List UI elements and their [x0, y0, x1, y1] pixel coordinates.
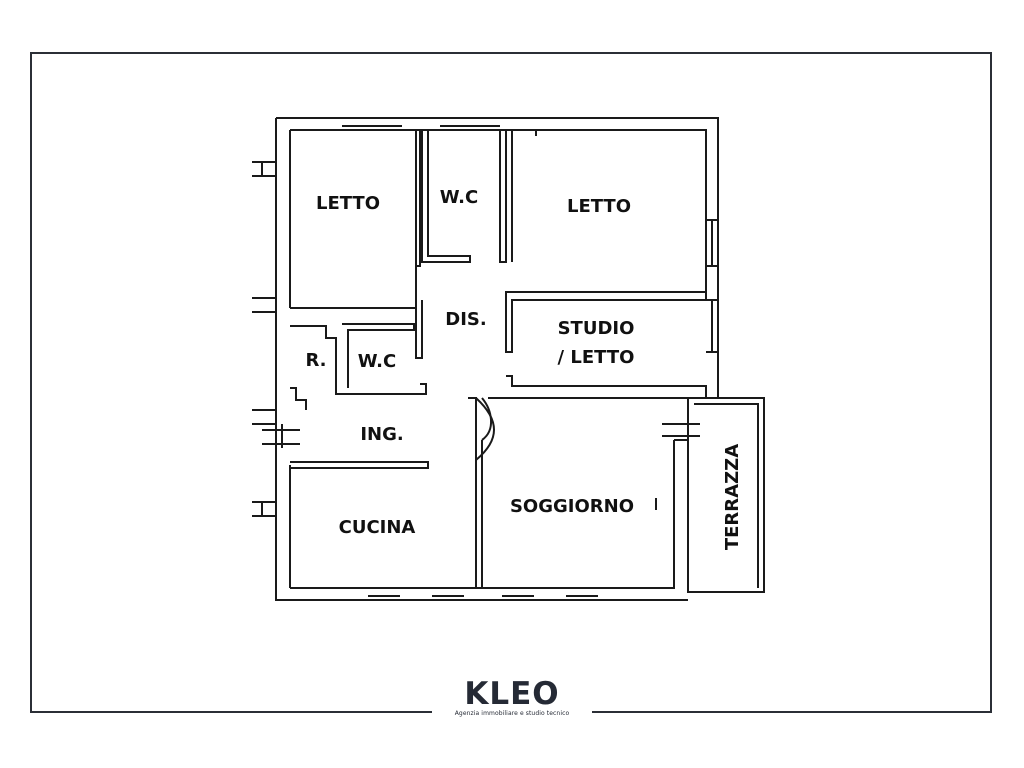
room-label-wc-top: W.C [440, 187, 478, 208]
room-label-cucina: CUCINA [339, 517, 416, 538]
room-label-letto-right: LETTO [567, 196, 631, 217]
room-label-ing: ING. [360, 424, 403, 445]
logo-wordmark: KLEO [464, 676, 560, 712]
room-label-studio-line2: / LETTO [558, 347, 635, 368]
frame-gap [432, 706, 592, 722]
walls [252, 117, 765, 601]
logo-tagline: Agenzia immobiliare e studio tecnico [454, 710, 570, 717]
room-label-letto-left: LETTO [316, 193, 380, 214]
room-label-wc-bottom: W.C [358, 351, 396, 372]
room-labels: LETTO W.C LETTO DIS. STUDIO / LETTO R. W… [305, 187, 743, 550]
brand-logo: KLEO Agenzia immobiliare e studio tecnic… [432, 676, 592, 717]
room-label-studio-line1: STUDIO [558, 318, 635, 339]
room-label-dis: DIS. [445, 309, 486, 330]
room-label-soggiorno: SOGGIORNO [510, 496, 634, 517]
room-label-rip: R. [305, 350, 326, 371]
room-label-terrazza: TERRAZZA [722, 444, 743, 550]
